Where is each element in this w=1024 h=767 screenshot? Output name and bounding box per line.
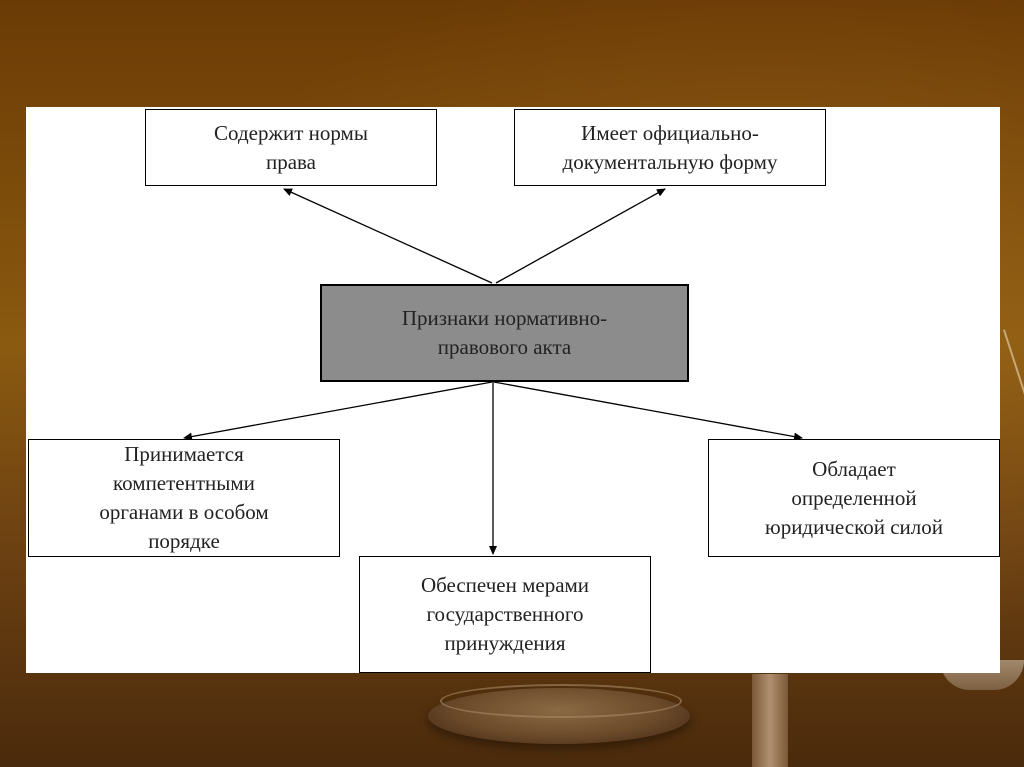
connector-lines (183, 188, 803, 555)
arrow-to-top-right (495, 188, 666, 284)
node-central-concept: Признаки нормативно- правового акта (320, 284, 689, 382)
node-has-legal-force: Обладает определенной юридической силой (708, 439, 1000, 557)
arrow-to-top-left (283, 188, 493, 284)
node-ensured-by-state-coercion: Обеспечен мерами государственного принуж… (359, 556, 651, 673)
scale-dish-rim (440, 684, 682, 718)
arrow-to-bottom-right (493, 381, 803, 441)
node-contains-legal-norms: Содержит нормы права (145, 109, 437, 186)
arrow-to-bottom-left (183, 381, 493, 441)
slide-content-panel: Содержит нормы права Имеет официально- д… (26, 107, 1000, 673)
node-adopted-by-competent-bodies: Принимается компетентными органами в осо… (28, 439, 340, 557)
scale-post (752, 674, 788, 767)
node-official-documentary-form: Имеет официально- документальную форму (514, 109, 826, 186)
